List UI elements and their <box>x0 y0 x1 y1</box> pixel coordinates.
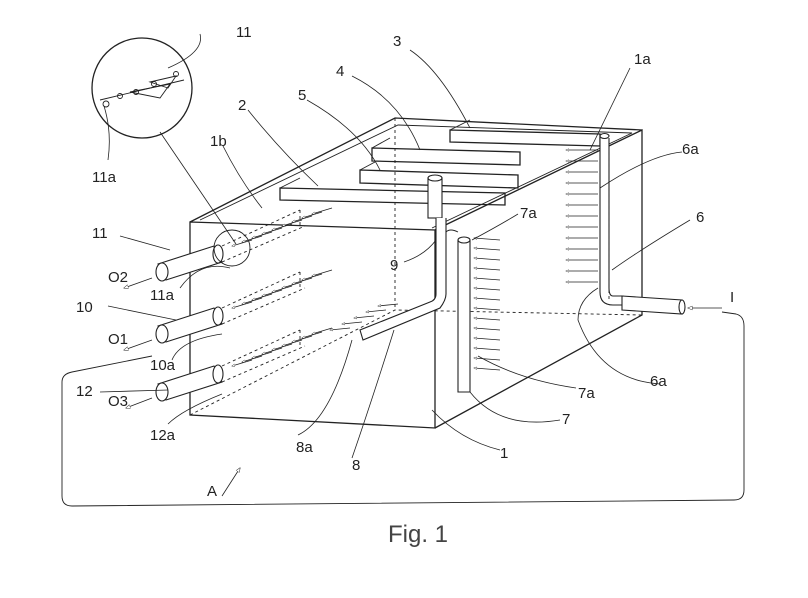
label-11a: 11a <box>150 287 175 304</box>
label-11-detail: 11 <box>236 24 252 41</box>
label-7a-bottom: 7a <box>578 385 595 402</box>
label-1: 1 <box>500 445 508 462</box>
label-8: 8 <box>352 457 360 474</box>
flow-arrow <box>272 223 293 230</box>
view-arrow-a <box>221 468 240 497</box>
flow-arrow <box>474 288 501 291</box>
flow-arrow <box>378 303 399 306</box>
flow-arrow <box>474 268 501 271</box>
label-7: 7 <box>562 411 570 428</box>
label-4: 4 <box>336 63 344 80</box>
flow-arrow <box>474 338 501 341</box>
label-6a-bottom: 6a <box>650 373 667 390</box>
flow-arrow <box>474 318 501 321</box>
pipe-9 <box>359 174 459 341</box>
flow-arrow <box>302 273 323 280</box>
label-1b: 1b <box>210 133 227 150</box>
flow-arrow <box>232 301 253 308</box>
flow-arrow <box>292 335 313 342</box>
flow-arrow <box>272 343 293 350</box>
label-7a-top: 7a <box>520 205 537 222</box>
tank-body <box>189 117 643 429</box>
label-6a-top: 6a <box>682 141 699 158</box>
label-12: 12 <box>76 383 93 400</box>
return-loop <box>61 311 745 507</box>
flow-arrows <box>232 150 598 371</box>
flow-arrow <box>242 355 263 362</box>
label-11: 11 <box>92 225 108 242</box>
reference-labels: 11 11a 3 1a 4 5 2 1b 6a 6 7a 11 9 O2 11a… <box>76 24 734 500</box>
flow-arrow <box>474 298 501 301</box>
flow-arrow <box>342 321 363 324</box>
flow-arrow <box>302 331 323 338</box>
label-2: 2 <box>238 97 246 114</box>
outlet-arrows <box>124 277 722 408</box>
flow-arrow <box>474 248 501 251</box>
label-12a: 12a <box>150 427 176 444</box>
internal-pipe-runs <box>221 209 306 383</box>
pipe-7 <box>457 236 471 393</box>
outlet-pipe-12 <box>155 364 224 402</box>
figure-caption: Fig. 1 <box>388 521 448 548</box>
flow-arrow <box>312 327 333 334</box>
flow-arrow <box>242 235 263 242</box>
label-o2: O2 <box>108 269 128 286</box>
flow-arrow <box>474 348 501 351</box>
label-3: 3 <box>393 33 401 50</box>
leader-lines <box>99 33 691 459</box>
flow-arrow <box>474 328 501 331</box>
label-1a: 1a <box>634 51 651 68</box>
flow-arrow <box>330 327 351 330</box>
flow-arrow <box>312 269 333 276</box>
label-8a: 8a <box>296 439 313 456</box>
flow-arrow <box>272 285 293 292</box>
label-9: 9 <box>390 257 398 274</box>
flow-arrow <box>262 227 283 234</box>
flow-arrow <box>292 277 313 284</box>
detail-circle-11 <box>91 37 251 267</box>
label-11a-detail: 11a <box>92 169 117 186</box>
label-view-a: A <box>207 483 217 500</box>
flow-arrow <box>302 211 323 218</box>
flow-arrow <box>232 359 253 366</box>
label-o1: O1 <box>108 331 128 348</box>
flow-arrow <box>252 293 273 300</box>
flow-arrow <box>252 231 273 238</box>
label-inlet: I <box>730 289 734 306</box>
flow-arrow <box>474 238 501 241</box>
flow-arrow <box>474 278 501 281</box>
label-10: 10 <box>76 299 93 316</box>
flow-arrow <box>312 207 333 214</box>
flow-arrow <box>366 309 387 312</box>
flow-arrow <box>282 219 303 226</box>
label-10a: 10a <box>150 357 176 374</box>
flow-arrow <box>474 368 501 371</box>
flow-arrow <box>282 339 303 346</box>
partition-baffles <box>279 119 601 206</box>
flow-arrow <box>474 308 501 311</box>
flow-arrow <box>474 358 501 361</box>
inlet-pipe-6 <box>599 132 686 315</box>
label-6: 6 <box>696 209 704 226</box>
flow-arrow <box>282 281 303 288</box>
flow-arrow <box>354 315 375 318</box>
flow-arrow <box>474 258 501 261</box>
flow-arrow <box>262 347 283 354</box>
flow-arrow <box>252 351 273 358</box>
label-5: 5 <box>298 87 306 104</box>
flow-arrow <box>242 297 263 304</box>
flow-arrow <box>292 215 313 222</box>
flow-arrow <box>262 289 283 296</box>
label-o3: O3 <box>108 393 128 410</box>
